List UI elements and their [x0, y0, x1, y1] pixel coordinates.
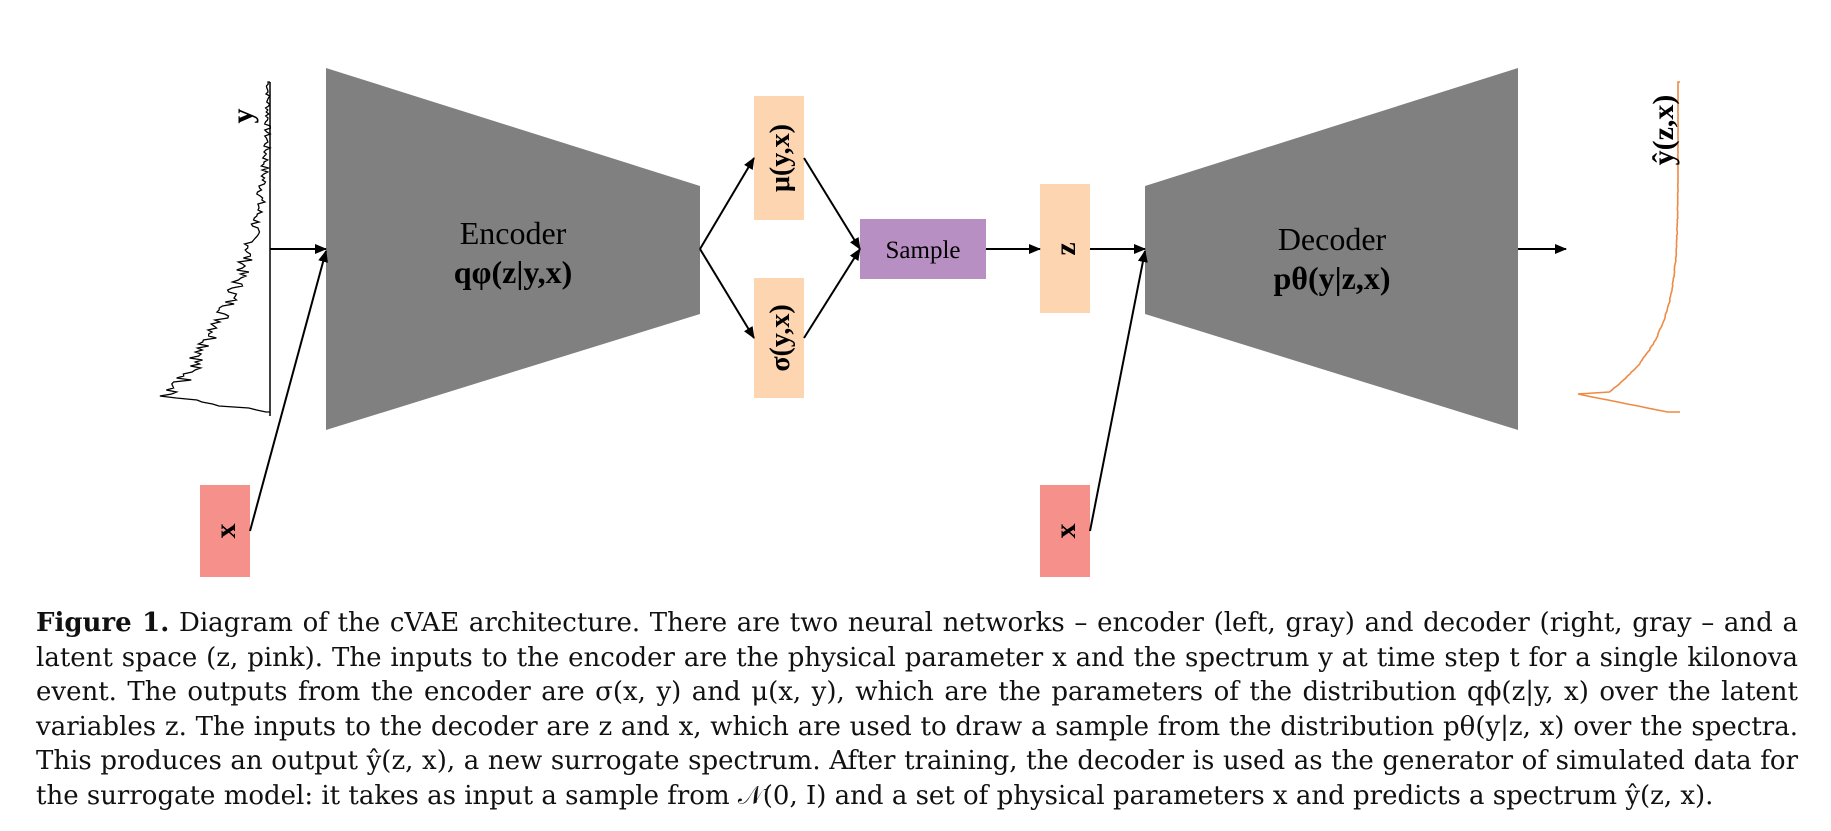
arrow-x-to-encoder: [249, 250, 328, 532]
x-box-left-rect: [200, 485, 250, 577]
cvae-diagram: y Encoder qφ(z|y,x) μ(y,x) σ(y,x) Sample…: [159, 68, 1680, 577]
arrow-encoder-to-mu: [699, 157, 755, 250]
input-spectrum-label: y: [226, 109, 259, 124]
decoder-title: Decoder: [1278, 221, 1387, 257]
sample-box: Sample: [860, 219, 986, 279]
arrow-x-to-decoder: [1089, 250, 1148, 532]
connectors: [249, 157, 1567, 532]
encoder-formula: qφ(z|y,x): [454, 254, 573, 290]
mu-box-rect: [754, 96, 804, 220]
latent-z-rect: [1040, 184, 1090, 313]
figure-label: Figure 1.: [36, 608, 170, 638]
latent-z-box: z: [1040, 184, 1090, 313]
x-box-left: x: [200, 485, 250, 577]
x-box-right-label: x: [1049, 524, 1082, 539]
output-spectrum-label: ŷ(z,x): [1647, 95, 1680, 166]
sample-box-rect: [860, 219, 986, 279]
arrow-sigma-to-sample: [803, 248, 861, 339]
sample-box-label: Sample: [886, 237, 961, 264]
input-spectrum: y: [159, 81, 272, 416]
sigma-box-rect: [754, 278, 804, 398]
figure-caption-text: Diagram of the cVAE architecture. There …: [36, 608, 1799, 811]
output-spectrum-curve: [1577, 81, 1680, 413]
arrow-encoder-to-sigma: [699, 248, 755, 339]
latent-z-label: z: [1049, 242, 1082, 255]
decoder-shape: [1145, 68, 1518, 430]
figure-caption: Figure 1. Diagram of the cVAE architectu…: [36, 606, 1798, 813]
x-box-right-rect: [1040, 485, 1090, 577]
sigma-box-label: σ(y,x): [765, 304, 796, 371]
encoder-title: Encoder: [460, 215, 567, 251]
input-spectrum-curve: [159, 81, 272, 413]
x-box-left-label: x: [209, 524, 242, 539]
output-spectrum: ŷ(z,x): [1577, 81, 1680, 413]
encoder-shape: [326, 68, 700, 430]
arrow-mu-to-sample: [803, 157, 861, 250]
decoder-formula: pθ(y|z,x): [1273, 260, 1390, 296]
encoder-block: Encoder qφ(z|y,x): [326, 68, 700, 430]
mu-box: μ(y,x): [754, 96, 804, 220]
x-box-right: x: [1040, 485, 1090, 577]
decoder-block: Decoder pθ(y|z,x): [1145, 68, 1518, 430]
sigma-box: σ(y,x): [754, 278, 804, 398]
mu-box-label: μ(y,x): [765, 124, 796, 192]
